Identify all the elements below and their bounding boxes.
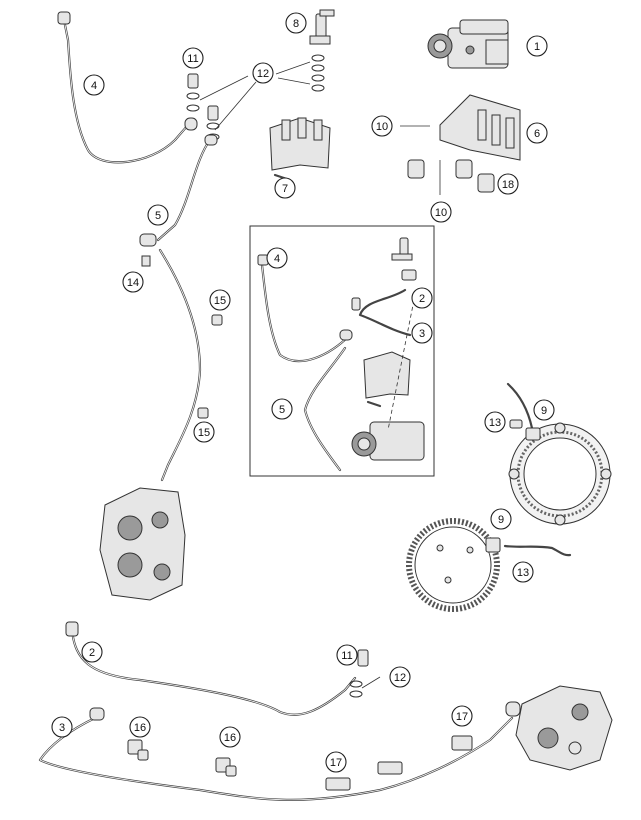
bleed-valve-and-washers: [309, 9, 335, 92]
inset-detail-box: [249, 225, 435, 477]
brake-hose-rear-lower: [38, 701, 521, 801]
callout-16: 16: [129, 716, 151, 738]
callout-number: 11: [187, 53, 198, 65]
callout-number: 4: [91, 80, 97, 92]
callout-11: 11: [336, 644, 358, 666]
callout-number: 13: [517, 567, 529, 579]
front-brake-caliper: [99, 487, 186, 601]
callout-number: 9: [541, 405, 547, 417]
callout-13: 13: [512, 561, 534, 583]
callout-number: 17: [330, 757, 342, 769]
callout-5: 5: [147, 204, 169, 226]
callout-3: 3: [51, 716, 73, 738]
callout-4: 4: [83, 74, 105, 96]
callout-18: 18: [497, 173, 519, 195]
callout-10: 10: [430, 201, 452, 223]
abs-sensor-ring-rear: [406, 518, 572, 612]
callout-number: 11: [341, 650, 352, 662]
callout-number: 3: [419, 328, 425, 340]
callout-number: 7: [282, 183, 288, 195]
brake-hose-front-caliper: [141, 248, 223, 482]
leader-lines: [199, 61, 381, 689]
callout-10: 10: [371, 115, 393, 137]
callout-2: 2: [411, 287, 433, 309]
abs-mounting-bracket: [400, 94, 521, 195]
callout-number: 3: [59, 722, 65, 734]
callout-12: 12: [252, 62, 274, 84]
callout-3: 3: [411, 322, 433, 344]
callout-number: 12: [257, 68, 269, 80]
callout-number: 2: [89, 647, 95, 659]
callout-number: 10: [376, 121, 388, 133]
callout-9: 9: [533, 399, 555, 421]
callout-number: 15: [198, 427, 210, 439]
brake-hose-rear-upper: [65, 621, 369, 716]
callout-14: 14: [122, 271, 144, 293]
callout-number: 10: [435, 207, 447, 219]
callout-5: 5: [271, 398, 293, 420]
callout-15: 15: [209, 289, 231, 311]
callout-number: 18: [502, 179, 514, 191]
callout-4: 4: [266, 247, 288, 269]
callout-number: 6: [534, 128, 540, 140]
hose-clips: [127, 735, 473, 791]
callout-number: 12: [394, 672, 406, 684]
brake-hose-middle: [139, 134, 218, 247]
callout-17: 17: [451, 705, 473, 727]
callout-11: 11: [182, 47, 204, 69]
callout-number: 8: [293, 18, 299, 30]
callout-number: 16: [134, 722, 146, 734]
callout-12: 12: [389, 666, 411, 688]
callout-7: 7: [274, 177, 296, 199]
callout-6: 6: [526, 122, 548, 144]
callout-number: 4: [274, 253, 280, 265]
abs-hydraulic-unit: [427, 19, 509, 69]
callout-number: 14: [127, 277, 139, 289]
callout-number: 16: [224, 732, 236, 744]
callout-15: 15: [193, 421, 215, 443]
callout-number: 17: [456, 711, 468, 723]
abs-sensor-ring-front: [506, 382, 612, 526]
callout-17: 17: [325, 751, 347, 773]
callout-number: 9: [498, 514, 504, 526]
callout-1: 1: [526, 35, 548, 57]
rear-brake-caliper: [515, 685, 613, 771]
callout-number: 2: [419, 293, 425, 305]
callout-13: 13: [484, 411, 506, 433]
callout-number: 13: [489, 417, 501, 429]
callout-8: 8: [285, 12, 307, 34]
callout-number: 15: [214, 295, 226, 307]
callout-number: 5: [279, 404, 285, 416]
hose-holder-bracket: [269, 117, 331, 182]
callout-2: 2: [81, 641, 103, 663]
brake-hose-upper: [57, 11, 198, 164]
callout-number: 1: [534, 41, 540, 53]
callout-16: 16: [219, 726, 241, 748]
callout-9: 9: [490, 508, 512, 530]
callout-number: 5: [155, 210, 161, 222]
